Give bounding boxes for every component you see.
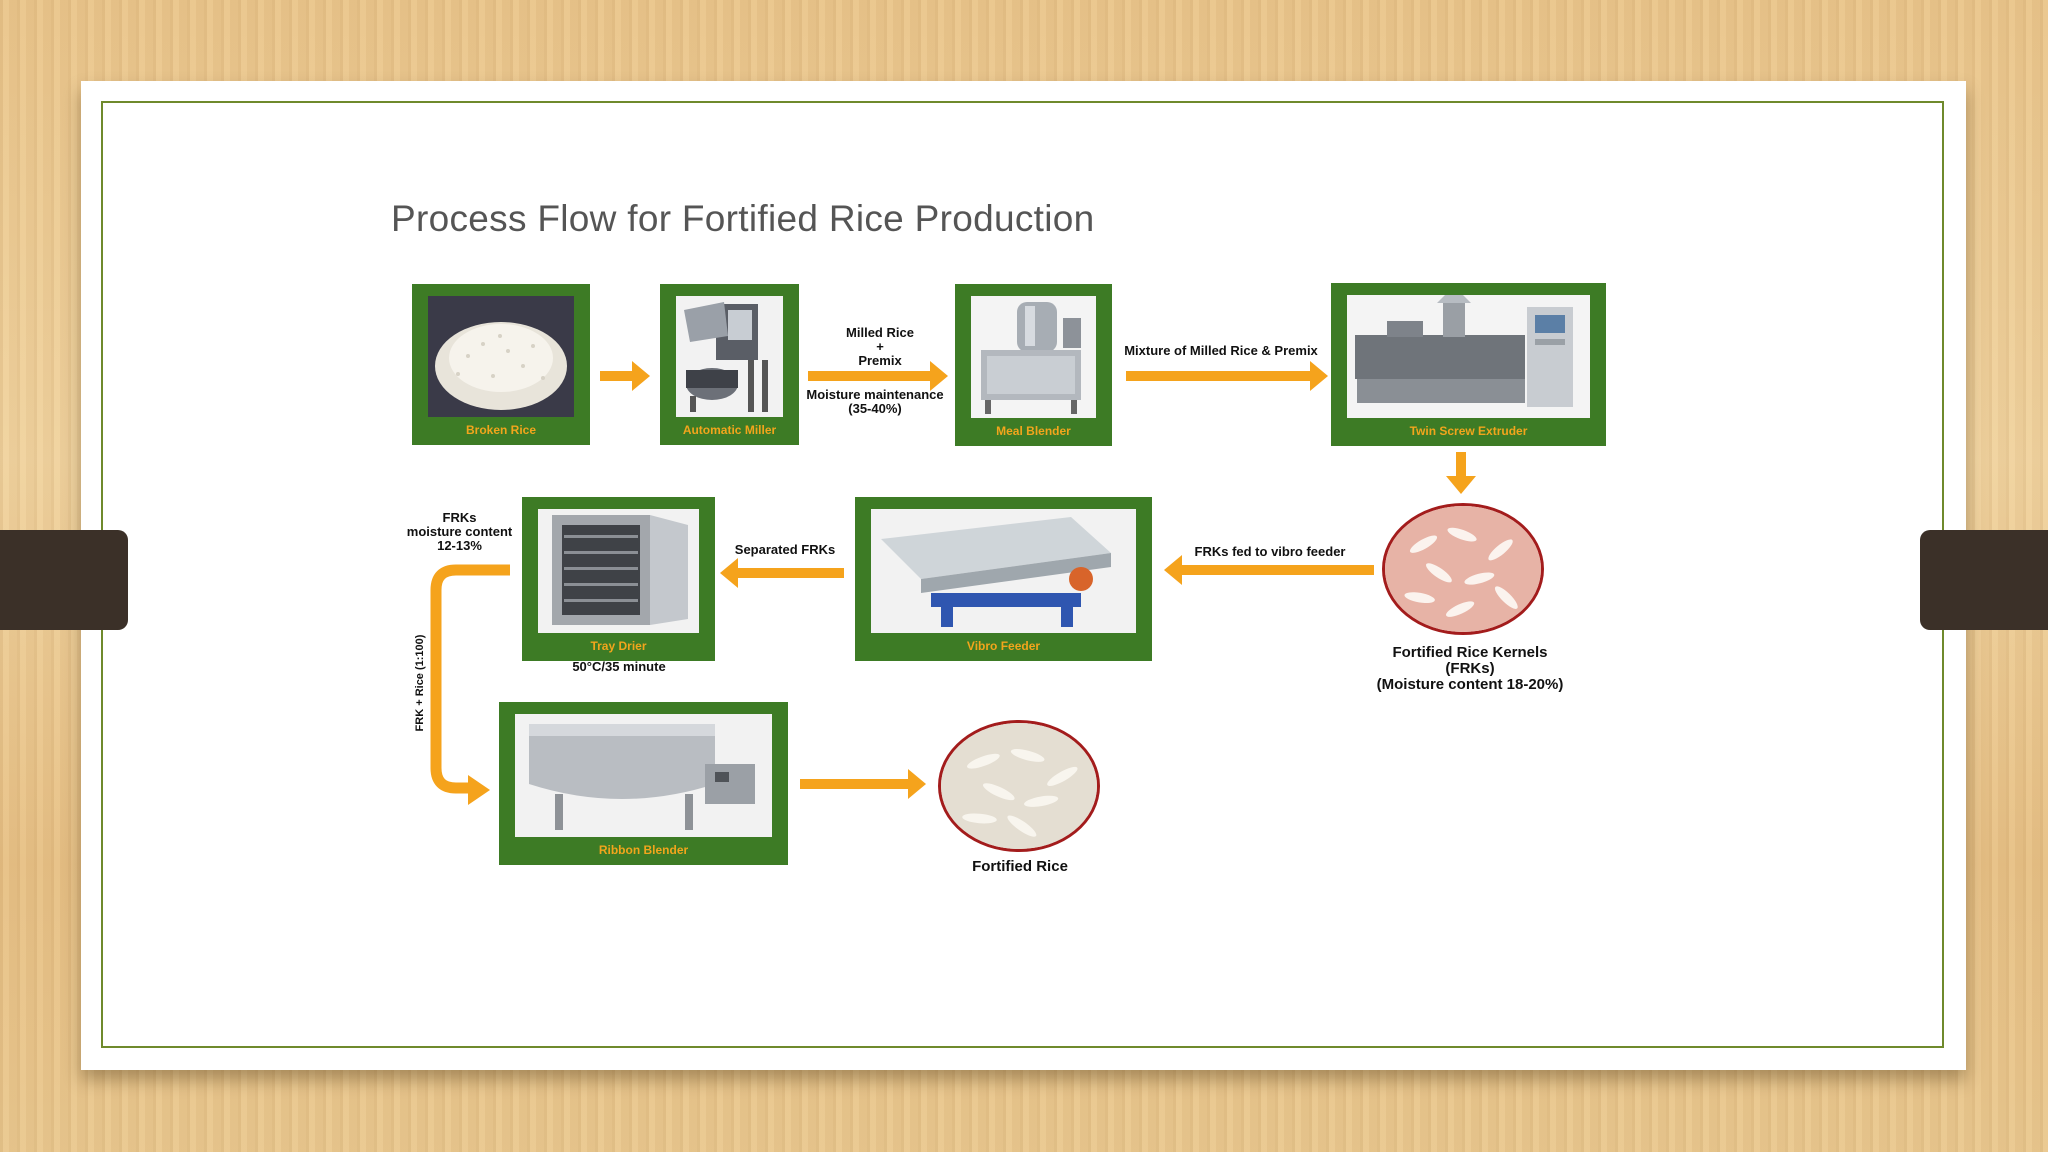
frks-fed-note: FRKs fed to vibro feeder bbox=[1194, 544, 1346, 559]
automatic-miller-box: Automatic Miller bbox=[660, 284, 799, 445]
moisture-range-text: (35-40%) bbox=[848, 401, 902, 416]
separated-frks-note: Separated FRKs bbox=[734, 542, 836, 557]
frks-caption-line3: (Moisture content 18-20%) bbox=[1376, 676, 1564, 693]
frks-moisture-line2: moisture content bbox=[406, 524, 513, 539]
page-title: Process Flow for Fortified Rice Producti… bbox=[391, 198, 1095, 239]
tray-drier-image bbox=[538, 509, 699, 633]
meal-blender-box: Meal Blender bbox=[955, 284, 1112, 446]
fortified-rice-image bbox=[938, 720, 1100, 852]
twin-screw-extruder-box: Twin Screw Extruder bbox=[1331, 283, 1606, 446]
automatic-miller-label: Automatic Miller bbox=[682, 423, 777, 437]
frks-image bbox=[1382, 503, 1544, 635]
frks-caption-line2: (FRKs) bbox=[1445, 660, 1495, 677]
ribbon-blender-image bbox=[515, 714, 772, 837]
tray-drier-box: Tray Drier bbox=[522, 497, 715, 661]
moisture-maintenance-text: Moisture maintenance bbox=[806, 387, 944, 402]
vibro-feeder-image bbox=[871, 509, 1136, 633]
vibro-feeder-box: Vibro Feeder bbox=[855, 497, 1152, 661]
left-binder-tab bbox=[0, 530, 128, 630]
broken-rice-box: Broken Rice bbox=[412, 284, 590, 445]
milled-rice-premix-note: Milled Rice + Premix bbox=[805, 326, 955, 368]
drier-temperature-note: 50°C/35 minute bbox=[572, 659, 666, 674]
moisture-maintenance-note: Moisture maintenance (35-40%) bbox=[796, 388, 954, 416]
twin-screw-extruder-label: Twin Screw Extruder bbox=[1409, 424, 1528, 438]
tray-drier-label: Tray Drier bbox=[590, 639, 647, 653]
fortified-rice-caption: Fortified Rice bbox=[972, 858, 1068, 875]
meal-blender-image bbox=[971, 296, 1096, 418]
mixture-note: Mixture of Milled Rice & Premix bbox=[1124, 343, 1318, 358]
frks-moisture-note: FRKs moisture content 12-13% bbox=[397, 511, 522, 553]
vibro-feeder-label: Vibro Feeder bbox=[966, 639, 1041, 653]
broken-rice-label: Broken Rice bbox=[465, 423, 537, 437]
automatic-miller-image bbox=[676, 296, 783, 417]
milled-rice-text: Milled Rice bbox=[846, 325, 914, 340]
frk-rice-ratio-note: FRK + Rice (1:100) bbox=[414, 634, 426, 732]
frks-caption-line1: Fortified Rice Kernels bbox=[1392, 644, 1548, 661]
frks-caption: Fortified Rice Kernels (FRKs) (Moisture … bbox=[1340, 645, 1600, 693]
premix-text: Premix bbox=[858, 353, 902, 368]
right-binder-tab bbox=[1920, 530, 2048, 630]
ribbon-blender-box: Ribbon Blender bbox=[499, 702, 788, 865]
plus-text: + bbox=[876, 339, 884, 354]
frks-moisture-line1: FRKs bbox=[442, 510, 477, 525]
twin-screw-extruder-image bbox=[1347, 295, 1590, 418]
ribbon-blender-label: Ribbon Blender bbox=[598, 843, 689, 857]
broken-rice-image bbox=[428, 296, 574, 417]
meal-blender-label: Meal Blender bbox=[996, 424, 1071, 438]
frks-moisture-line3: 12-13% bbox=[437, 538, 482, 553]
